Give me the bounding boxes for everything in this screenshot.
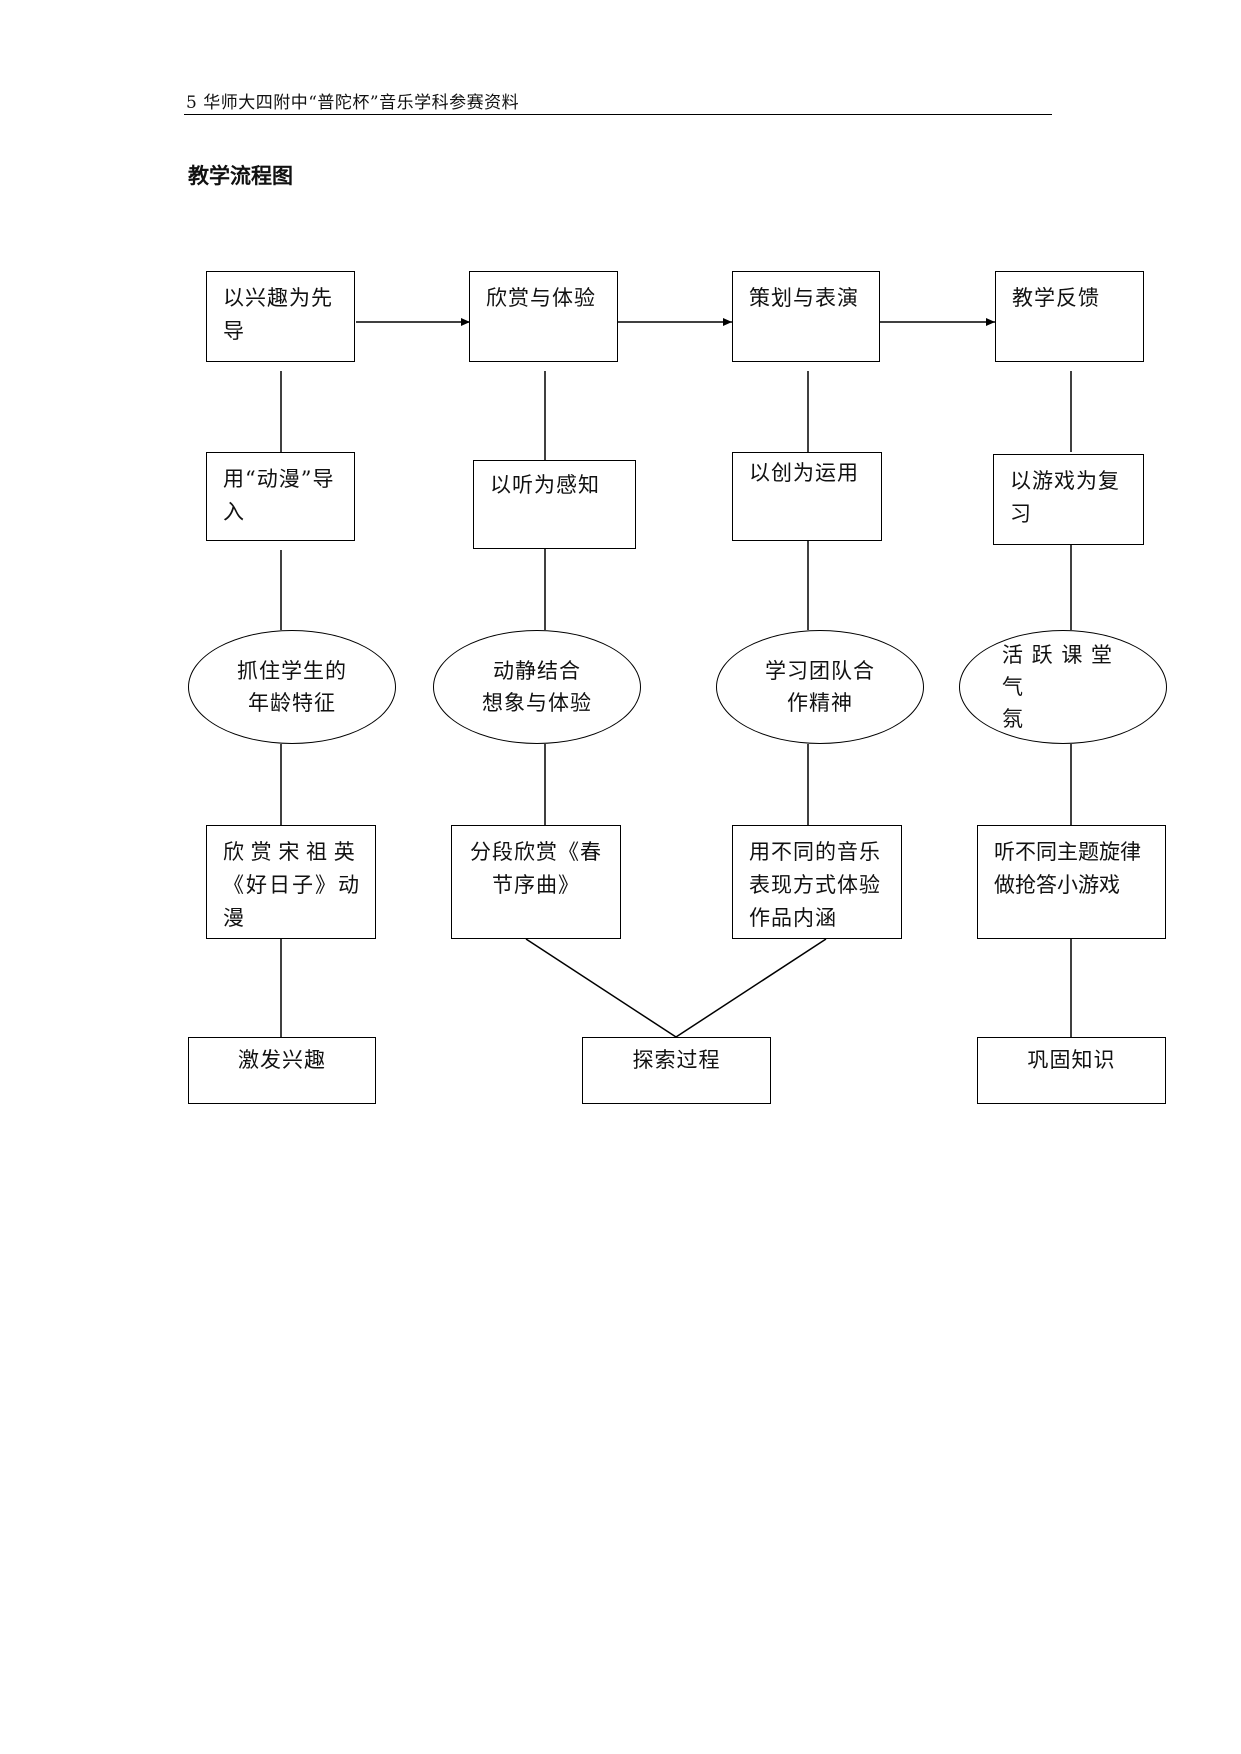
node-theme-melody-game-line-2: 做抢答小游戏 [994,873,1120,897]
node-exploration-process: 探索过程 [582,1037,771,1104]
node-appreciate-good-days: 欣 赏 宋 祖 英 《好日子》动 漫 [206,825,376,939]
node-exploration-process-label: 探索过程 [632,1048,721,1072]
node-appreciate-good-days-line-2: 《好日子》动 [223,873,361,897]
ellipse-motion-stillness-line-1: 动静结合 [493,659,581,683]
ellipse-teamwork-line-1: 学习团队合 [765,659,875,683]
node-different-expression-line-2: 表现方式体验 [749,873,881,897]
node-create-apply: 以创为运用 [732,452,882,541]
node-game-review-label: 以游戏为复习 [1010,469,1120,526]
node-teaching-feedback-label: 教学反馈 [1012,286,1100,310]
node-interest-lead: 以兴趣为先导 [206,271,355,362]
node-teaching-feedback: 教学反馈 [995,271,1144,362]
header-rule [184,114,1052,115]
node-consolidate-knowledge: 巩固知识 [977,1037,1166,1104]
page-header: 5 华师大四附中“普陀杯”音乐学科参赛资料 [186,93,520,113]
node-different-expression-line-3: 作品内涵 [749,906,837,930]
node-stimulate-interest: 激发兴趣 [188,1037,376,1104]
node-plan-perform: 策划与表演 [732,271,880,362]
node-interest-lead-label: 以兴趣为先导 [223,286,333,343]
ellipse-classroom-atmosphere-line-1: 活 跃 课 堂 气 [1002,643,1114,699]
node-game-review: 以游戏为复习 [993,454,1144,545]
ellipse-classroom-atmosphere: 活 跃 课 堂 气 氛 [959,630,1167,744]
ellipse-motion-stillness-line-2: 想象与体验 [482,691,592,715]
node-anime-intro-label: 用“动漫”导入 [223,467,335,524]
ellipse-age-characteristics: 抓住学生的 年龄特征 [188,630,396,744]
node-segmented-appreciation-line-1: 分段欣赏《春 [470,840,602,864]
node-segmented-appreciation: 分段欣赏《春 节序曲》 [451,825,621,939]
ellipse-motion-stillness: 动静结合 想象与体验 [433,630,641,744]
node-appreciate-good-days-line-1: 欣 赏 宋 祖 英 [223,840,355,864]
node-theme-melody-game: 听不同主题旋律 做抢答小游戏 [977,825,1166,939]
node-consolidate-knowledge-label: 巩固知识 [1027,1048,1116,1072]
node-theme-melody-game-line-1: 听不同主题旋律 [994,840,1141,864]
node-appreciate-experience: 欣赏与体验 [469,271,618,362]
page-title: 教学流程图 [188,164,293,188]
node-stimulate-interest-label: 激发兴趣 [238,1048,326,1072]
node-appreciate-good-days-line-3: 漫 [223,906,245,930]
node-listen-perceive-label: 以听为感知 [490,473,600,497]
node-different-expression: 用不同的音乐 表现方式体验 作品内涵 [732,825,902,939]
ellipse-age-characteristics-line-1: 抓住学生的 [237,659,347,683]
node-create-apply-label: 以创为运用 [749,461,859,485]
node-anime-intro: 用“动漫”导入 [206,452,355,541]
ellipse-age-characteristics-line-2: 年龄特征 [248,691,336,715]
node-listen-perceive: 以听为感知 [473,460,636,549]
ellipse-teamwork: 学习团队合 作精神 [716,630,924,744]
node-plan-perform-label: 策划与表演 [749,286,859,310]
node-appreciate-experience-label: 欣赏与体验 [486,286,596,310]
ellipse-classroom-atmosphere-line-2: 氛 [1002,707,1024,731]
ellipse-teamwork-line-2: 作精神 [787,691,853,715]
node-segmented-appreciation-line-2: 节序曲》 [492,873,580,897]
node-different-expression-line-1: 用不同的音乐 [749,840,881,864]
